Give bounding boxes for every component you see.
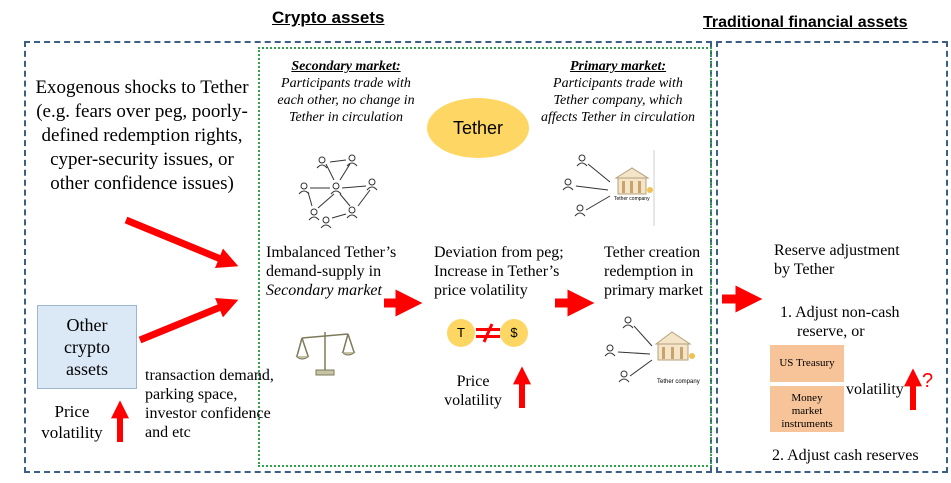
price-volatility-mid: Price volatility (444, 373, 502, 409)
exogenous-shocks-text: Exogenous shocks to Tether (e.g. fears o… (35, 77, 249, 194)
money-market-instruments-box: Money market instruments (770, 386, 844, 432)
tether-company-label-top: Tether company (614, 196, 650, 202)
other-crypto-assets-box: Other crypto assets (37, 305, 137, 389)
crypto-market-frame (258, 47, 712, 467)
header-traditional-assets: Traditional financial assets (703, 14, 908, 31)
arrow-other-crypto-to-imbalance (138, 297, 239, 344)
tether-coin: T (447, 319, 475, 347)
adjust-non-cash-reserve-text: 1. Adjust non-cash reserve, or (780, 304, 900, 340)
reserve-adjustment-text: Reserve adjustment by Tether (774, 242, 900, 278)
primary-market-participants-icon-bottom (604, 316, 695, 383)
question-mark: ? (922, 370, 934, 392)
dollar-coin: $ (500, 319, 528, 347)
tether-ellipse: Tether (427, 98, 529, 158)
us-treasury-box: US Treasury (770, 345, 844, 382)
primary-market-description: Primary market: Participants trade with … (540, 59, 696, 125)
adjust-cash-reserves-text: 2. Adjust cash reserves (772, 447, 919, 464)
tether-creation-redemption-text: Tether creation redemption in primary ma… (604, 244, 704, 299)
secondary-market-description: Secondary market: Participants trade wit… (277, 59, 415, 125)
not-equal-icon (476, 323, 500, 343)
tether-company-label-bottom: Tether company (657, 379, 700, 385)
price-volatility-left: Price volatility (41, 402, 103, 442)
volatility-label-right: volatility (846, 381, 904, 398)
transaction-demand-text: transaction demand, parking space, inves… (145, 367, 274, 441)
header-crypto-assets: Crypto assets (272, 8, 385, 27)
deviation-from-peg-text: Deviation from peg; Increase in Tether’s… (434, 244, 564, 299)
network-participants-icon (298, 154, 378, 228)
arrow-shocks-to-imbalance (124, 216, 239, 268)
traditional-assets-frame (716, 41, 948, 473)
primary-market-participants-icon-top (562, 150, 655, 226)
imbalanced-demand-supply-text: Imbalanced Tether’s demand-supply in Sec… (266, 244, 397, 299)
balance-scale-icon (295, 332, 356, 376)
